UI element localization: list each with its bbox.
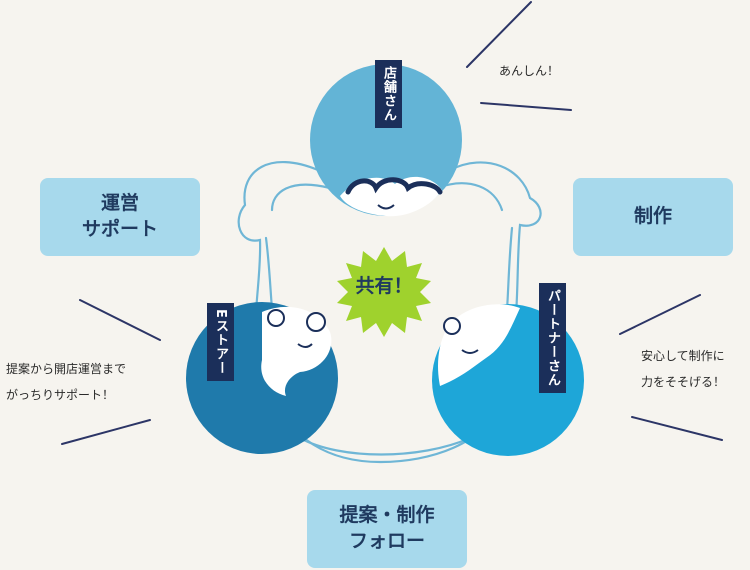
partner-note: 安心して制作に 力をそそげる！	[641, 343, 725, 395]
store-hair	[345, 177, 443, 195]
store-role-label: 店舗さん	[375, 60, 402, 128]
store-note-line-1: あんしん！	[499, 64, 560, 78]
support-box-line-2: サポート	[81, 218, 158, 240]
partner-note-line-2: 力をそそげる！	[641, 375, 726, 389]
decorative-strokes	[61, 1, 723, 445]
follow-box-line-1: 提案・制作	[339, 504, 435, 527]
share-label: 共有！	[355, 275, 413, 297]
follow-box: 提案・制作 フォロー	[307, 490, 467, 568]
support-box: 運営 サポート	[40, 178, 200, 256]
store-note: あんしん！	[499, 58, 559, 84]
store-mouth-icon	[377, 204, 395, 210]
estore-role-label: Eストアー	[207, 303, 234, 381]
estore-note: 提案から開店運営まで がっちりサポート！	[6, 356, 126, 408]
store-character	[310, 64, 462, 217]
follow-box-line-2: フォロー	[348, 530, 425, 552]
partner-note-line-1: 安心して制作に	[641, 349, 725, 363]
partner-role-label: パートナーさん	[539, 283, 566, 393]
store-face	[340, 176, 442, 217]
support-box-line-1: 運営	[100, 192, 139, 215]
production-box: 制作	[573, 178, 733, 256]
share-burst	[337, 247, 431, 337]
estore-note-line-1: 提案から開店運営まで	[6, 362, 127, 376]
production-box-line-1: 制作	[633, 205, 672, 228]
estore-note-line-2: がっちりサポート！	[6, 388, 115, 402]
